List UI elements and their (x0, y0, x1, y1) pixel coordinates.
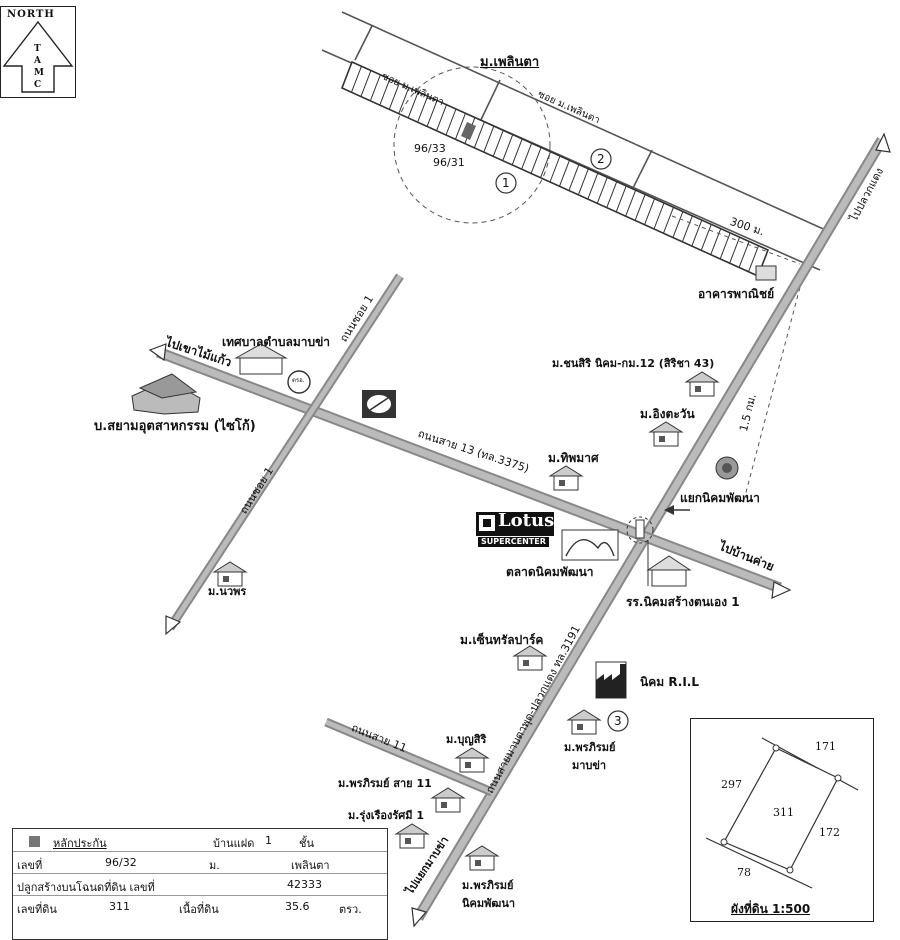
no-value: 96/32 (105, 856, 137, 869)
municipality-building-icon (234, 343, 288, 375)
distance-lines (671, 215, 805, 501)
north-letter-m: M (34, 68, 44, 78)
school-icon (646, 540, 692, 587)
land-no-label: เลขที่ดิน (17, 903, 57, 916)
place-siam-industry: บ.สยามอุตสาหกรรม (ไซโก้) (94, 419, 256, 434)
place-prarom-mapkha-2: มาบข่า (572, 759, 607, 772)
north-arrow-box: NORTH T A M C (0, 6, 76, 98)
info-row-legend: หลักประกัน บ้านแฝด 1 ชั้น (13, 829, 387, 852)
house-number-96-31: 96/31 (433, 156, 465, 169)
type-label: บ้านแฝด (213, 837, 255, 850)
place-prarom-nikom-1: ม.พรภิรมย์ (462, 879, 514, 892)
north-letter-a: A (34, 56, 41, 66)
house-icons (212, 371, 720, 871)
village-top-name: ม.เพลินตา (480, 55, 540, 70)
info-row-deed: ปลูกสร้างบนโฉนดที่ดิน เลขที่ 42333 (13, 873, 387, 896)
no-label: เลขที่ (17, 859, 43, 872)
inspection-station-icon (287, 370, 311, 394)
place-commercial: อาคารพาณิชย์ (698, 287, 775, 301)
plot-caption: ผังที่ดิน 1:500 (731, 902, 811, 916)
place-prarom-mapkha-1: ม.พรภิรมย์ (564, 741, 616, 754)
house-icon (566, 709, 602, 735)
plot-neighbor-78: 78 (737, 866, 751, 879)
house-icon (464, 845, 500, 871)
info-row-land: เลขที่ดิน 311 เนื้อที่ดิน 35.6 ตรว. (13, 895, 387, 917)
lotus-brand: Lotus (498, 510, 555, 531)
place-yaek-nikom: แยกนิคมพัฒนา (680, 491, 760, 505)
plot-neighbor-171: 171 (815, 740, 836, 753)
floors-unit: ชั้น (299, 837, 314, 850)
place-chansiri: ม.ชนสิริ นิคม-กม.12 (สิริชา 43) (552, 357, 715, 370)
plot-center-number: 311 (773, 806, 794, 819)
house-icon (212, 561, 248, 587)
house-icon (512, 645, 548, 671)
house-icon (684, 371, 720, 397)
info-row-number: เลขที่ 96/32 ม. เพลินตา (13, 851, 387, 874)
plot-corner-points (720, 744, 842, 874)
north-letter-c: C (34, 80, 42, 90)
north-arrow-icon (2, 20, 74, 93)
area-label: เนื้อที่ดิน (179, 903, 219, 916)
road-13 (156, 346, 782, 594)
lotus-logo (476, 512, 554, 536)
numbered-markers (495, 148, 629, 732)
zoom-circle (393, 66, 551, 224)
area-unit: ตรว. (339, 903, 362, 916)
place-rungruang: ม.รุ่งเรืองรัศมี 1 (348, 809, 424, 822)
house-icon (548, 465, 584, 491)
property-info-table: หลักประกัน บ้านแฝด 1 ชั้น เลขที่ 96/32 ม… (12, 828, 388, 940)
marker-2: 2 (597, 152, 605, 166)
place-school: รร.นิคมสร้างตนเอง 1 (626, 595, 740, 609)
floors-value: 1 (265, 834, 272, 847)
industrial-estate-icon (595, 661, 627, 699)
market-icon (561, 529, 619, 561)
plot-neighbor-297: 297 (721, 778, 742, 791)
legend-swatch (29, 836, 40, 847)
village-value: เพลินตา (291, 859, 330, 872)
plot-neighbor-172: 172 (819, 826, 840, 839)
lotus-sub: SUPERCENTER (478, 537, 549, 547)
marker-3: 3 (614, 714, 622, 728)
house-icon (394, 823, 430, 849)
factory-icon (131, 373, 201, 415)
place-ril: นิคม R.I.L (640, 675, 700, 689)
traffic-signal-icon (626, 505, 690, 544)
place-nawaporn: ม.นวพร (208, 585, 247, 598)
commercial-building-icon (755, 265, 777, 281)
plot-diagram-box: 311 171 297 172 78 ผังที่ดิน 1:500 (690, 718, 874, 922)
place-prarom-nikom-2: นิคมพัฒนา (462, 897, 516, 910)
leaf-logo-icon (362, 390, 396, 418)
deed-value: 42333 (287, 878, 322, 891)
deed-label: ปลูกสร้างบนโฉนดที่ดิน เลขที่ (17, 881, 155, 894)
house-icon (648, 421, 684, 447)
road-arrows (148, 132, 891, 928)
road-soi-1 (166, 273, 404, 631)
land-no-value: 311 (109, 900, 130, 913)
main-highway (413, 137, 887, 921)
place-central-park: ม.เซ็นทรัลปาร์ค (460, 633, 544, 647)
place-thipmas: ม.ทิพมาศ (548, 451, 599, 465)
house-icon (454, 747, 490, 773)
north-title: NORTH (7, 9, 55, 20)
place-ingtawan: ม.อิงตะวัน (640, 407, 695, 421)
place-boonsiri: ม.บุญสิริ (446, 733, 487, 746)
place-market: ตลาดนิคมพัฒนา (506, 565, 594, 579)
house-icon (430, 787, 466, 813)
townhouse-rows (340, 60, 770, 278)
marker-1: 1 (502, 176, 510, 190)
inspection-station-label: ตรอ. (292, 377, 305, 384)
area-value: 35.6 (285, 900, 310, 913)
place-prarom-sai11: ม.พรภิรมย์ สาย 11 (338, 777, 432, 790)
house-number-96-33: 96/33 (414, 142, 446, 155)
place-municipality: เทศบาลตำบลมาบข่า (222, 335, 331, 349)
north-letter-t: T (34, 44, 41, 54)
seal-icon (715, 456, 739, 480)
legend-label: หลักประกัน (53, 837, 107, 850)
road-11 (324, 717, 494, 797)
village-label: ม. (209, 859, 220, 872)
